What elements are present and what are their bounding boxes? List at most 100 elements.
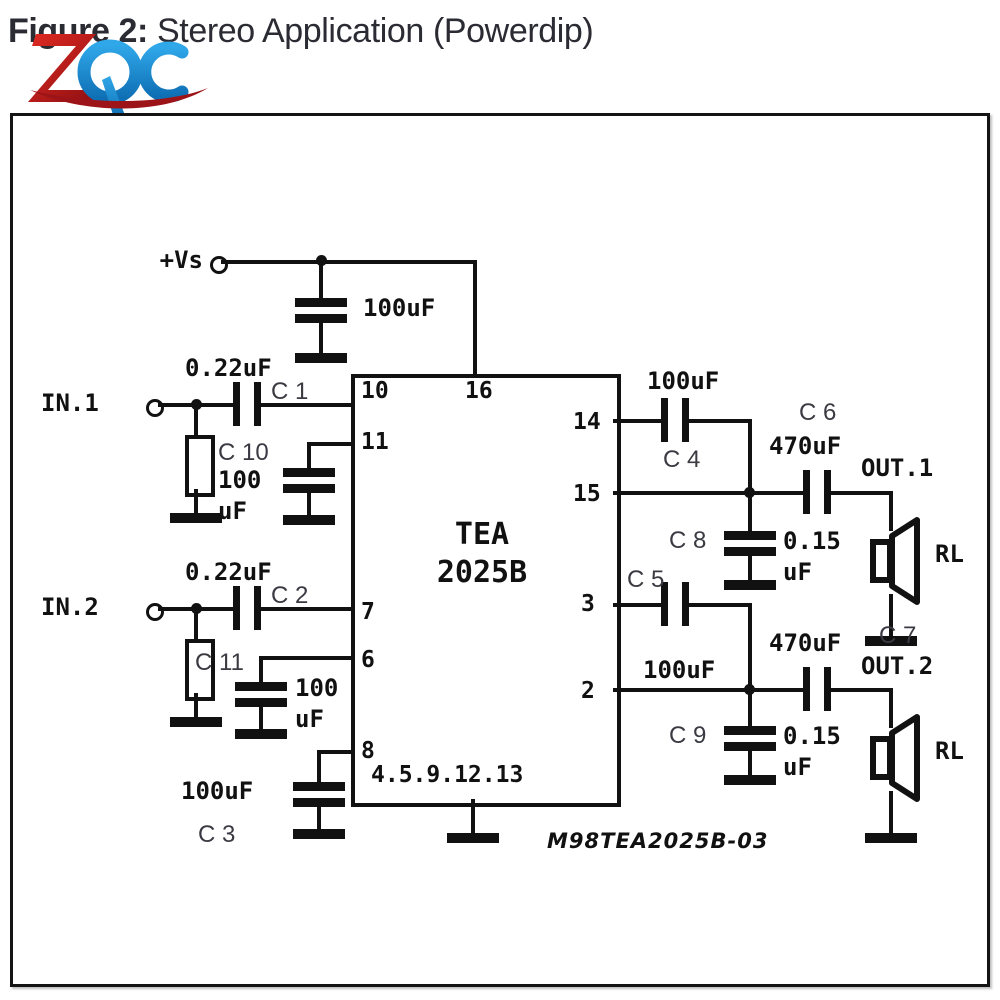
c1-value: 0.22uF: [185, 354, 272, 382]
capacitor-c1: [233, 382, 261, 426]
in2-label: IN.2: [41, 593, 99, 621]
schematic-frame: TEA 2025B 10 11 16 14 15 7 6 8 3 2 4.5.9…: [10, 113, 990, 987]
speaker-out2: [870, 714, 920, 802]
out2-label: OUT.2: [861, 652, 934, 680]
c11-value-1: 100: [295, 674, 339, 702]
wire-c6-to-out1: [831, 491, 893, 495]
capacitor-c4: [661, 398, 689, 442]
c2-value: 0.22uF: [185, 558, 272, 586]
figure-caption: Stereo Application (Powerdip): [147, 12, 594, 50]
wire-to-c6: [751, 491, 803, 495]
wire-rail-to-pin16: [473, 260, 477, 378]
c1-ref: C 1: [271, 378, 309, 405]
speaker-out1: [870, 517, 920, 605]
ic-name-line1: TEA: [454, 517, 510, 552]
c7-ref: C 7: [879, 622, 917, 649]
c6-value: 470uF: [769, 432, 842, 460]
in1-terminal[interactable]: [146, 399, 164, 417]
pin-2-label: 2: [581, 678, 595, 704]
capacitor-c10: [283, 468, 335, 493]
c3-ref: C 3: [198, 821, 236, 848]
pin-11-label: 11: [361, 429, 389, 455]
pin-8-label: 8: [361, 738, 375, 764]
capacitor-c7: [803, 667, 831, 711]
wire-c4-right: [689, 419, 751, 423]
wire-c1-to-pin10: [261, 403, 353, 407]
wire-pin6-h: [259, 656, 353, 660]
c4-ref: C 4: [663, 446, 701, 473]
wire-c4-bridge: [748, 419, 752, 495]
capacitor-c8: [724, 531, 776, 556]
load2-label: RL: [935, 737, 964, 765]
wire-in1-to-r: [194, 403, 198, 435]
pin-10-label: 10: [361, 378, 389, 404]
wire-to-c7: [751, 688, 803, 692]
wire-pin6-v: [259, 656, 263, 682]
c9-value-1: 0.15: [783, 722, 841, 750]
wire-spk1-to-gnd: [889, 594, 893, 636]
capacitor-c6: [803, 470, 831, 514]
wire-pin8-h: [317, 750, 353, 754]
wire-c2-to-pin7: [261, 607, 353, 611]
c7-value: 470uF: [769, 629, 842, 657]
wire-r1-to-gnd: [194, 489, 198, 513]
c8-ref: C 8: [669, 527, 707, 554]
figure-code: M98TEA2025B-03: [547, 829, 769, 853]
in2-terminal[interactable]: [146, 603, 164, 621]
out1-label: OUT.1: [861, 454, 934, 482]
vs-label: +Vs: [159, 246, 203, 274]
wire-spk2-to-gnd: [889, 791, 893, 833]
wire-pin15: [613, 491, 751, 495]
c9-value-2: uF: [783, 753, 812, 781]
c8-value-2: uF: [783, 558, 812, 586]
c2-ref: C 2: [271, 582, 309, 609]
wire-c3-to-gnd: [317, 807, 321, 829]
c6-ref: C 6: [799, 399, 837, 426]
wire-supply-rail: [221, 260, 477, 264]
wire-supplycap-to-gnd: [319, 323, 323, 353]
wire-c9-top: [748, 688, 752, 726]
wire-c11-to-gnd: [259, 707, 263, 729]
wire-c5-bridge: [748, 603, 752, 691]
wire-pin11-v: [307, 442, 311, 468]
wire-pin3: [613, 603, 661, 607]
wire-c8-top: [748, 491, 752, 531]
supply-cap-value: 100uF: [363, 294, 436, 322]
wire-c8-to-gnd: [748, 556, 752, 580]
c4-value: 100uF: [647, 367, 720, 395]
wire-ic-gnd: [471, 799, 475, 833]
in1-label: IN.1: [41, 389, 99, 417]
capacitor-c5: [661, 582, 689, 626]
page-title: Figure 2: Stereo Application (Powerdip): [8, 12, 594, 51]
c11-value-2: uF: [295, 705, 324, 733]
wire-in2-to-r: [194, 607, 198, 639]
wire-pin2: [613, 688, 751, 692]
c9-ref: C 9: [669, 722, 707, 749]
ground-pins-label: 4.5.9.12.13: [371, 762, 524, 788]
resistor-in2: [185, 639, 215, 701]
c10-value-1: 100: [218, 466, 262, 494]
c10-ref: C 10: [218, 439, 269, 466]
ic-name-line2: 2025B: [436, 554, 528, 590]
ic-tea2025b: [351, 374, 621, 807]
wire-pin14: [613, 419, 661, 423]
wire-r2-to-gnd: [194, 693, 198, 717]
load1-label: RL: [935, 540, 964, 568]
pin-6-label: 6: [361, 647, 375, 673]
wire-pin8-v: [317, 750, 321, 782]
pin-3-label: 3: [581, 591, 595, 617]
wire-out1-to-spk: [889, 491, 893, 531]
resistor-in1: [185, 435, 215, 497]
capacitor-c2: [233, 586, 261, 630]
wire-c10-to-gnd: [307, 493, 311, 515]
wire-c9-to-gnd: [748, 751, 752, 775]
vs-terminal: [210, 256, 228, 274]
capacitor-c11: [235, 682, 287, 707]
wire-pin11-h: [307, 442, 353, 446]
c10-value-2: uF: [218, 497, 247, 525]
capacitor-c9: [724, 726, 776, 751]
wire-supply-to-cap: [319, 260, 323, 298]
capacitor-supply-100uf: [295, 298, 347, 323]
c11-ref: C 11: [195, 649, 244, 676]
